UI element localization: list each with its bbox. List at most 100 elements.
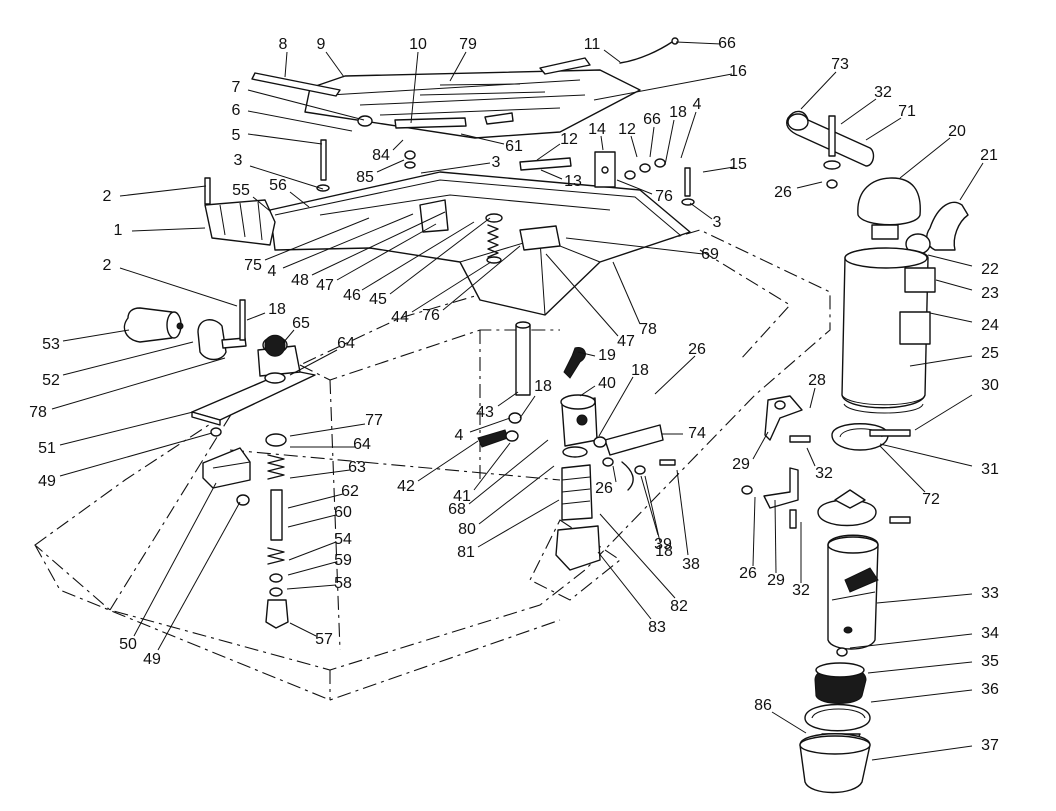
callout-c55: 55 xyxy=(232,182,250,199)
leader-line-c40 xyxy=(579,385,596,397)
callout-c53: 53 xyxy=(42,336,60,353)
callout-c32a: 32 xyxy=(874,84,892,101)
leader-line-c60 xyxy=(287,514,337,528)
leader-line-c86 xyxy=(771,711,807,734)
callout-c4b: 4 xyxy=(268,263,277,280)
callout-c49a: 49 xyxy=(38,473,56,490)
callout-c7: 7 xyxy=(232,79,241,96)
callout-c72: 72 xyxy=(922,491,940,508)
leader-line-c48 xyxy=(311,211,446,276)
leader-line-c28 xyxy=(809,387,816,409)
leader-line-c34 xyxy=(849,633,973,649)
callout-c4a: 4 xyxy=(693,96,702,113)
callout-c64a: 64 xyxy=(337,335,355,352)
air-cleaner xyxy=(741,110,969,794)
callout-c24: 24 xyxy=(981,317,999,334)
leader-line-c26d xyxy=(752,496,756,567)
pump-assembly xyxy=(477,346,676,571)
leader-line-c84 xyxy=(392,139,404,151)
shock-stack xyxy=(265,433,289,629)
seat-plate xyxy=(251,37,679,139)
leader-line-c78b xyxy=(612,261,641,325)
callout-c26b: 26 xyxy=(688,341,706,358)
leader-line-c18e xyxy=(644,475,661,543)
callout-c54: 54 xyxy=(334,531,352,548)
callout-c37: 37 xyxy=(981,737,999,754)
leader-line-c72 xyxy=(879,445,926,493)
leader-line-c18c xyxy=(519,395,536,419)
callout-c47b: 47 xyxy=(617,333,635,350)
leader-line-c39 xyxy=(640,475,659,536)
callout-c29a: 29 xyxy=(732,456,750,473)
leader-line-c37 xyxy=(871,745,973,761)
callout-c69: 69 xyxy=(701,246,719,263)
leader-line-c64a xyxy=(289,349,338,376)
leader-line-c53 xyxy=(62,329,130,342)
seat-fasteners xyxy=(204,115,695,206)
callout-c5: 5 xyxy=(232,127,241,144)
leader-line-c65 xyxy=(282,329,295,344)
leader-line-c85 xyxy=(376,159,405,173)
leader-line-c2a xyxy=(119,185,207,197)
callout-c81: 81 xyxy=(457,544,475,561)
leader-line-c9 xyxy=(325,51,345,78)
leader-line-c47b xyxy=(545,253,619,337)
leader-line-c55 xyxy=(252,196,271,212)
leader-line-c46 xyxy=(361,221,475,291)
callout-c45: 45 xyxy=(369,291,387,308)
leader-line-c73 xyxy=(800,71,837,110)
callout-c33: 33 xyxy=(981,585,999,602)
leader-line-c29a xyxy=(752,431,769,460)
leader-line-c18a xyxy=(664,119,675,166)
leader-line-c15 xyxy=(702,166,735,173)
leader-line-c49b xyxy=(157,501,241,651)
leader-line-c7 xyxy=(247,89,365,121)
leader-line-c71 xyxy=(865,117,902,141)
leader-line-c50 xyxy=(133,482,217,637)
relay xyxy=(202,427,251,506)
leader-line-c13 xyxy=(540,169,563,180)
callout-c20: 20 xyxy=(948,123,966,140)
leader-line-c35 xyxy=(867,661,973,674)
leader-line-c20 xyxy=(899,137,951,179)
callout-c23: 23 xyxy=(981,285,999,302)
leader-line-c77 xyxy=(289,423,366,437)
callout-c10: 10 xyxy=(409,36,427,53)
leader-line-c32b xyxy=(806,447,816,467)
callout-c6: 6 xyxy=(232,102,241,119)
leader-line-c59 xyxy=(287,561,337,576)
leader-line-c68 xyxy=(468,439,549,505)
callout-c71: 71 xyxy=(898,103,916,120)
callout-c31: 31 xyxy=(981,461,999,478)
callout-c47a: 47 xyxy=(316,277,334,294)
post xyxy=(515,321,531,396)
leader-line-c24 xyxy=(929,312,973,323)
callout-c76a: 76 xyxy=(655,188,673,205)
callout-c58: 58 xyxy=(334,575,352,592)
callout-c76b: 76 xyxy=(422,307,440,324)
callout-c18a: 18 xyxy=(669,104,687,121)
leader-line-c49a xyxy=(59,432,213,477)
leader-line-c44 xyxy=(411,261,492,313)
callout-c56: 56 xyxy=(269,177,287,194)
callout-c85: 85 xyxy=(356,169,374,186)
callout-c49b: 49 xyxy=(143,651,161,668)
callout-c19: 19 xyxy=(598,347,616,364)
callout-c77: 77 xyxy=(365,412,383,429)
leader-line-c42 xyxy=(417,440,479,482)
callout-c40: 40 xyxy=(598,375,616,392)
callout-c3b: 3 xyxy=(492,154,501,171)
callout-c22: 22 xyxy=(981,261,999,278)
callout-c21: 21 xyxy=(980,147,998,164)
leader-line-c52 xyxy=(62,341,194,376)
seat-springs xyxy=(485,213,561,264)
leader-line-c26a xyxy=(796,181,823,189)
leader-line-c26b xyxy=(654,355,696,395)
callout-c8: 8 xyxy=(279,36,288,53)
leader-line-c54 xyxy=(288,541,337,561)
leader-line-c66b xyxy=(649,126,655,158)
callout-c32b: 32 xyxy=(815,465,833,482)
clamp xyxy=(197,299,247,361)
